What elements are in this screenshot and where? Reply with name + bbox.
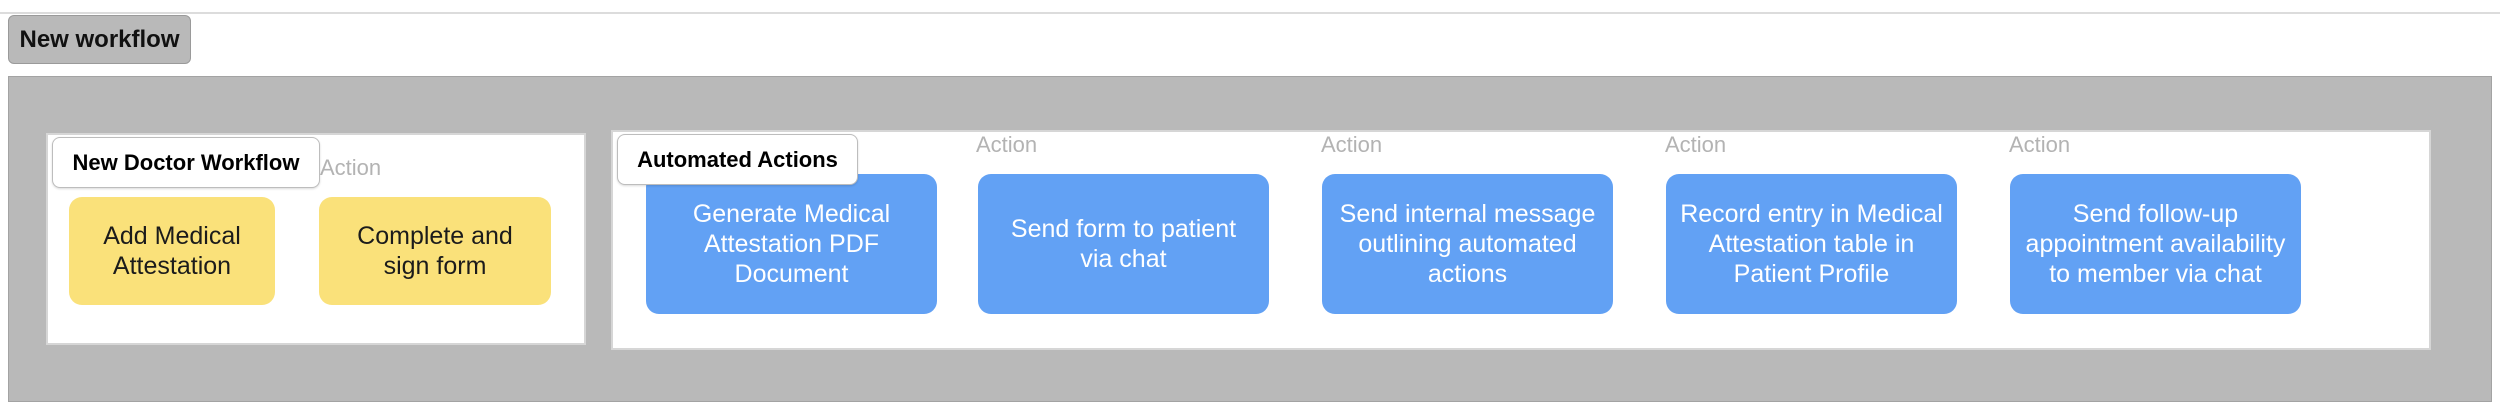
action-caption: Action (1321, 132, 1383, 157)
doctor-workflow-group-label: New Doctor Workflow (52, 137, 320, 188)
workflow-canvas: Action Add Medical Attestation Complete … (8, 76, 2492, 402)
action-caption: Action (976, 132, 1038, 157)
automated-actions-group: Action Action Action Action Generate Med… (611, 130, 2431, 350)
complete-and-sign-form-node[interactable]: Complete and sign form (319, 197, 551, 305)
send-internal-message-node[interactable]: Send internal message outlining automate… (1322, 174, 1613, 314)
automated-actions-group-label: Automated Actions (617, 134, 858, 185)
top-divider (0, 12, 2500, 14)
generate-pdf-node[interactable]: Generate Medical Attestation PDF Documen… (646, 174, 937, 314)
send-follow-up-node[interactable]: Send follow-up appointment availability … (2010, 174, 2301, 314)
action-caption: Action (320, 155, 382, 180)
add-medical-attestation-node[interactable]: Add Medical Attestation (69, 197, 275, 305)
new-workflow-tab[interactable]: New workflow (8, 15, 191, 64)
record-entry-node[interactable]: Record entry in Medical Attestation tabl… (1666, 174, 1957, 314)
action-caption: Action (1665, 132, 1727, 157)
send-form-to-patient-node[interactable]: Send form to patient via chat (978, 174, 1269, 314)
action-caption: Action (2009, 132, 2071, 157)
